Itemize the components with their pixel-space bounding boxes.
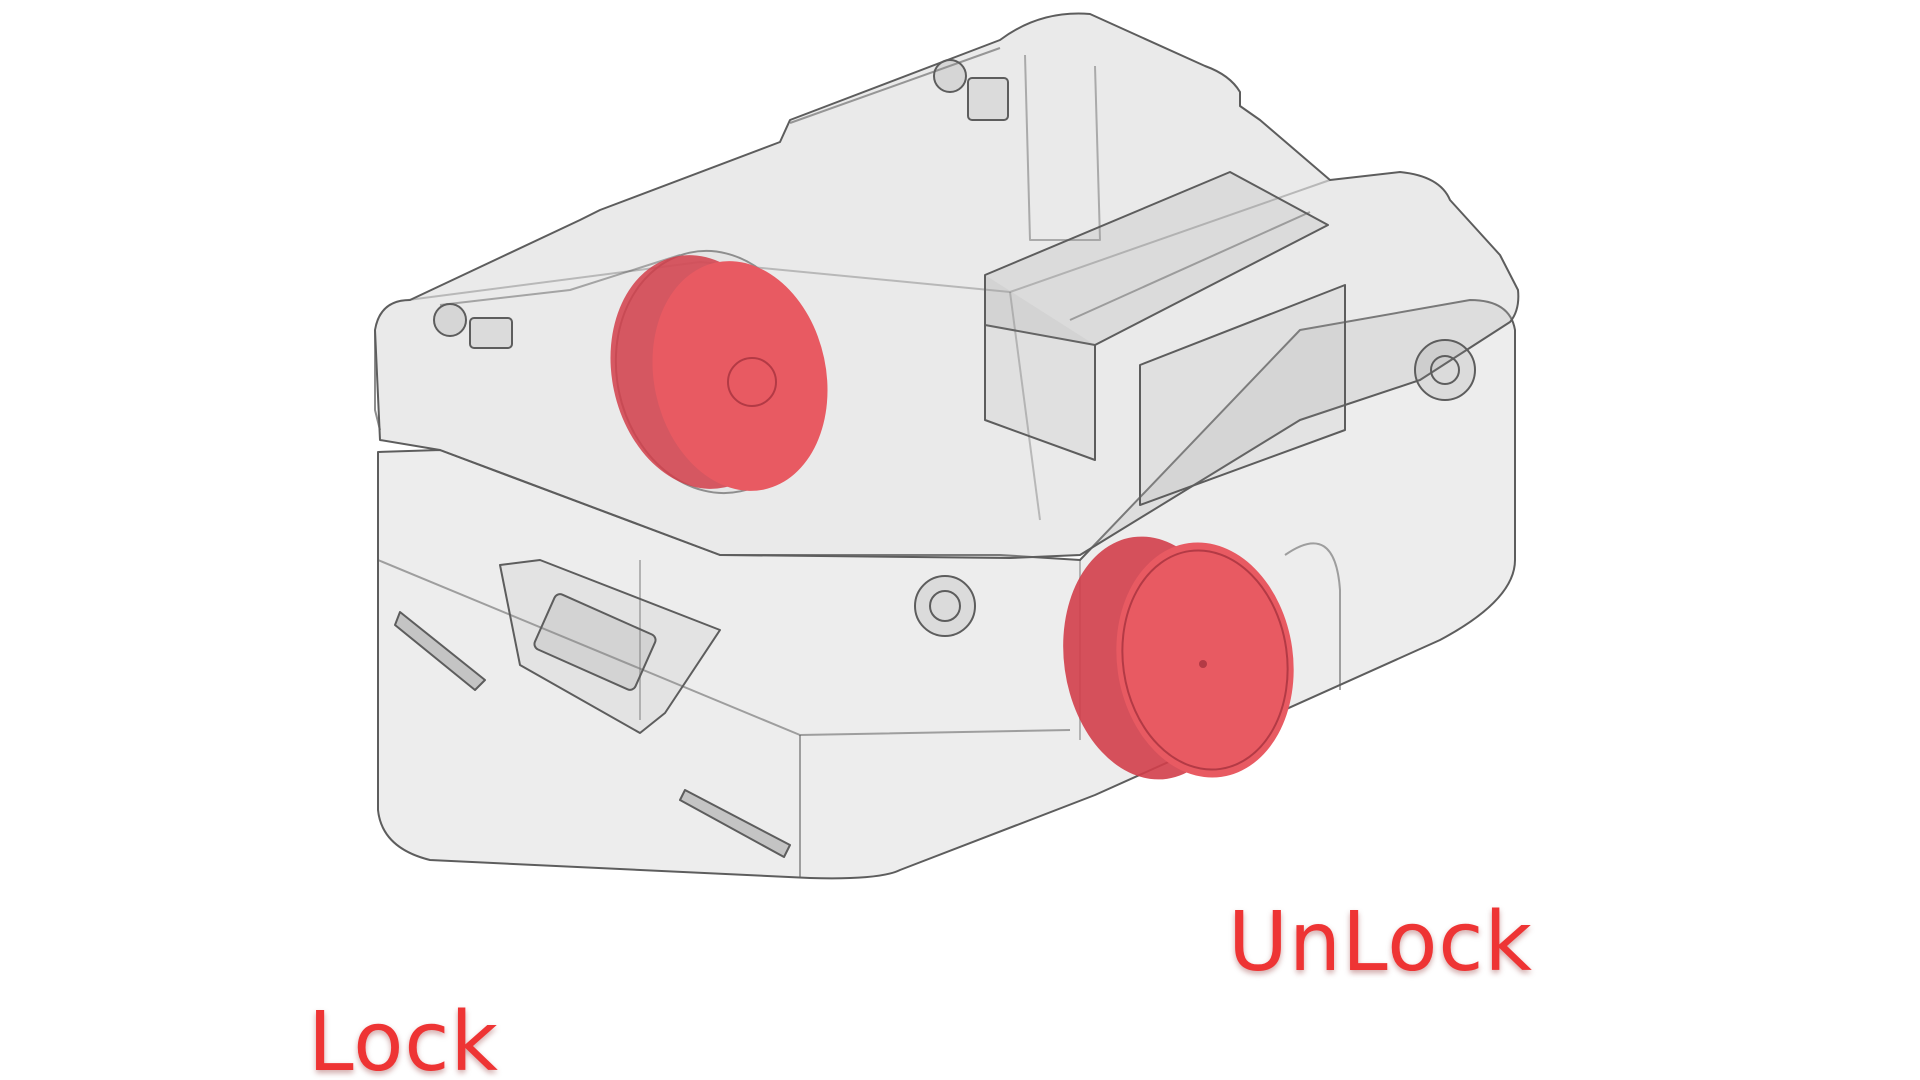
side-lamp-left [394, 611, 486, 691]
lock-label: Lock [308, 995, 499, 1080]
drive-wheel-rear [610, 249, 828, 495]
battery-module [984, 171, 1346, 506]
drive-wheel-front [1063, 536, 1294, 780]
caster-front [914, 575, 976, 637]
caster-rear-right [1414, 339, 1476, 401]
coupling-top [933, 59, 1009, 121]
side-lamp-right [679, 789, 791, 858]
coupling-rear-left [433, 303, 513, 349]
unlock-label: UnLock [1228, 895, 1533, 990]
front-panel [499, 559, 721, 734]
